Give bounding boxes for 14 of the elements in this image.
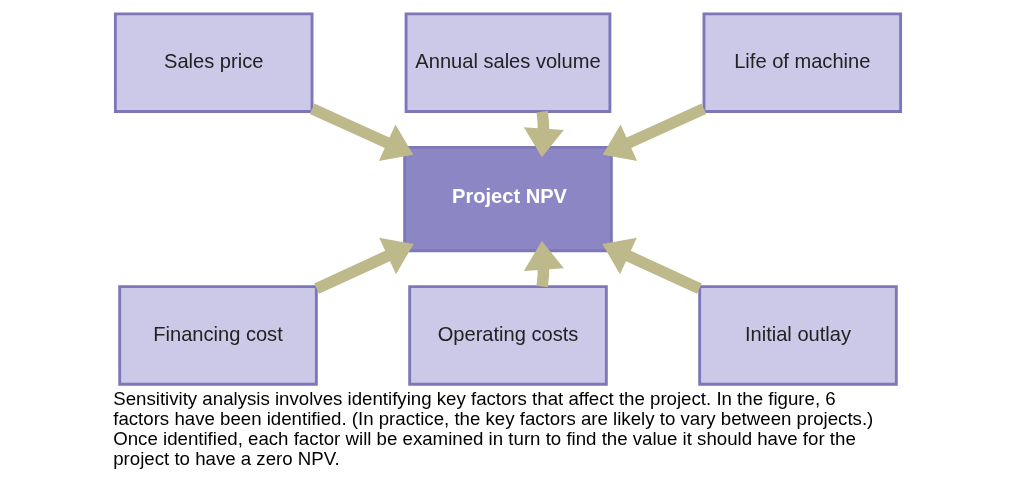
arrow xyxy=(602,103,706,162)
node-box: Initial outlay xyxy=(697,285,898,386)
arrow xyxy=(523,241,564,288)
node-box: Sales price xyxy=(113,12,313,113)
arrow xyxy=(313,237,414,294)
node-box: Financing cost xyxy=(117,285,318,386)
node-box: Project NPV xyxy=(402,145,613,253)
caption: Sensitivity analysis involves identifying key factors that affect the project. In the figure, 6 factors have been identified. (In practice, the key factors are likely to vary between projects.) Once identified, each factor will be examined in turn to find the value it should have for the project to have a zero NPV. xyxy=(112,387,873,470)
node-box: Operating costs xyxy=(407,285,608,386)
node-box: Annual sales volume xyxy=(404,12,611,113)
node-box: Life of machine xyxy=(702,12,902,113)
arrow xyxy=(601,237,702,294)
arrow xyxy=(523,110,564,158)
arrow xyxy=(309,103,413,162)
